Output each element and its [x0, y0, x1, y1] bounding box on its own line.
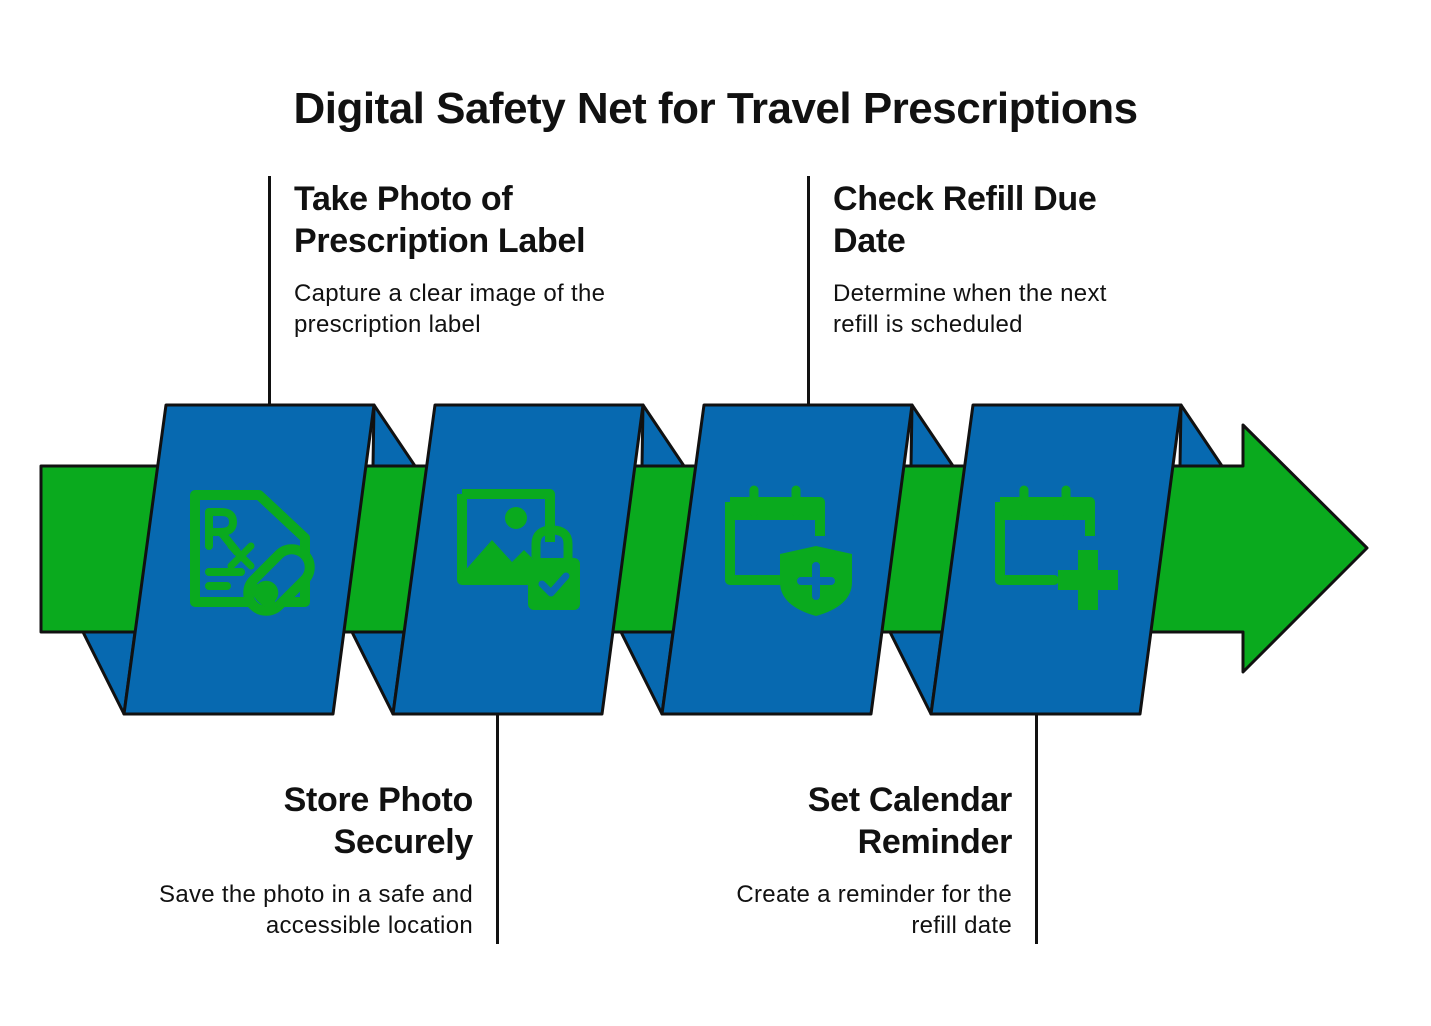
panel-4: [929, 403, 1183, 716]
image-lock-icon: [457, 489, 580, 610]
fold-back-4: [1178, 403, 1224, 468]
fold-back-3: [909, 403, 955, 468]
step-3: Check Refill Due Date Determine when the…: [833, 178, 1153, 340]
prescription-pill-icon: [190, 490, 315, 616]
step-2-title: Store Photo Securely: [283, 781, 474, 861]
step-2: Store Photo Securely Save the photo in a…: [152, 779, 473, 941]
connector-line-2: [496, 714, 499, 944]
step-4-description: Create a reminder for the refill date: [736, 881, 1012, 939]
step-3-title: Check Refill Due Date: [833, 180, 1097, 260]
calendar-shield-icon: [725, 485, 852, 616]
step-1: Take Photo of Prescription Label Capture…: [294, 178, 634, 340]
step-1-description: Capture a clear image of the prescriptio…: [294, 280, 606, 338]
step-4: Set Calendar Reminder Create a reminder …: [692, 779, 1012, 941]
diagram-title: Digital Safety Net for Travel Prescripti…: [293, 84, 1138, 133]
step-1-title: Take Photo of Prescription Label: [294, 180, 586, 260]
connector-line-3: [807, 176, 810, 405]
calendar-add-icon: [995, 485, 1118, 610]
step-4-title: Set Calendar Reminder: [807, 781, 1013, 861]
connector-line-4: [1035, 714, 1038, 944]
fold-back-1: [371, 403, 417, 468]
step-2-description: Save the photo in a safe and accessible …: [159, 881, 473, 939]
fold-back-2: [640, 403, 686, 468]
connector-line-1: [268, 176, 271, 405]
step-3-description: Determine when the next refill is schedu…: [833, 280, 1107, 338]
